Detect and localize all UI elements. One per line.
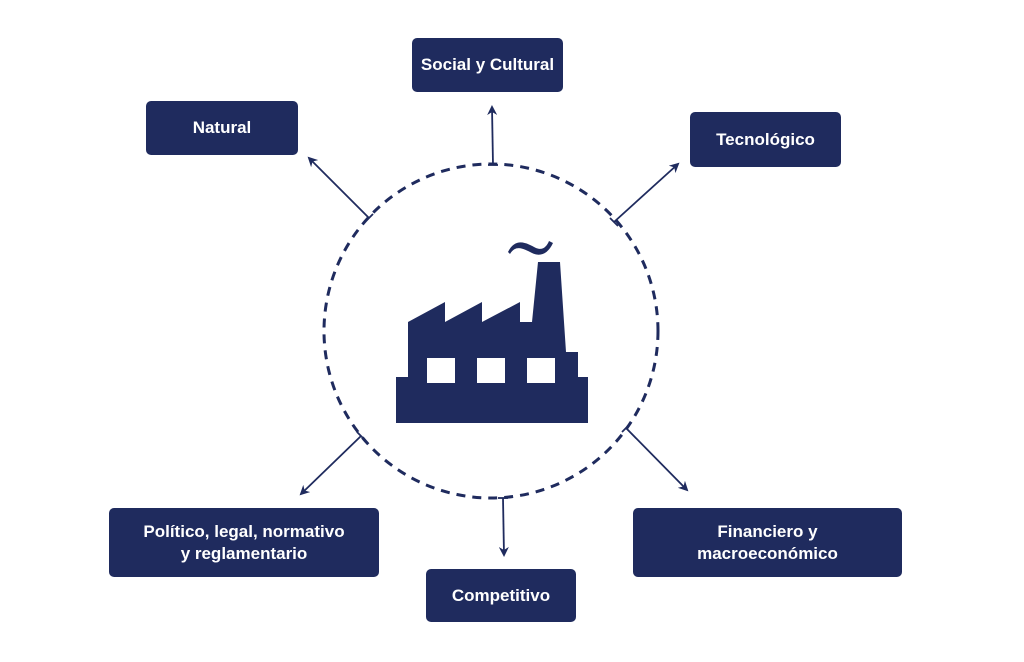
arrow-financiero [625, 427, 689, 492]
arrow-natural [307, 156, 370, 219]
arrow-social [487, 105, 498, 166]
node-tecnologico: Tecnológico [690, 112, 841, 167]
node-social-cultural: Social y Cultural [412, 38, 563, 92]
arrow-competitivo [498, 497, 509, 557]
arrow-tecnologico [613, 162, 680, 223]
node-financiero: Financiero y macroeconómico [633, 508, 902, 577]
node-competitivo: Competitivo [426, 569, 576, 622]
dashed-circle [322, 162, 660, 500]
arrow-politico [299, 435, 362, 496]
node-politico-legal: Político, legal, normativo y reglamentar… [109, 508, 379, 577]
factory-icon [396, 241, 588, 423]
node-natural: Natural [146, 101, 298, 155]
